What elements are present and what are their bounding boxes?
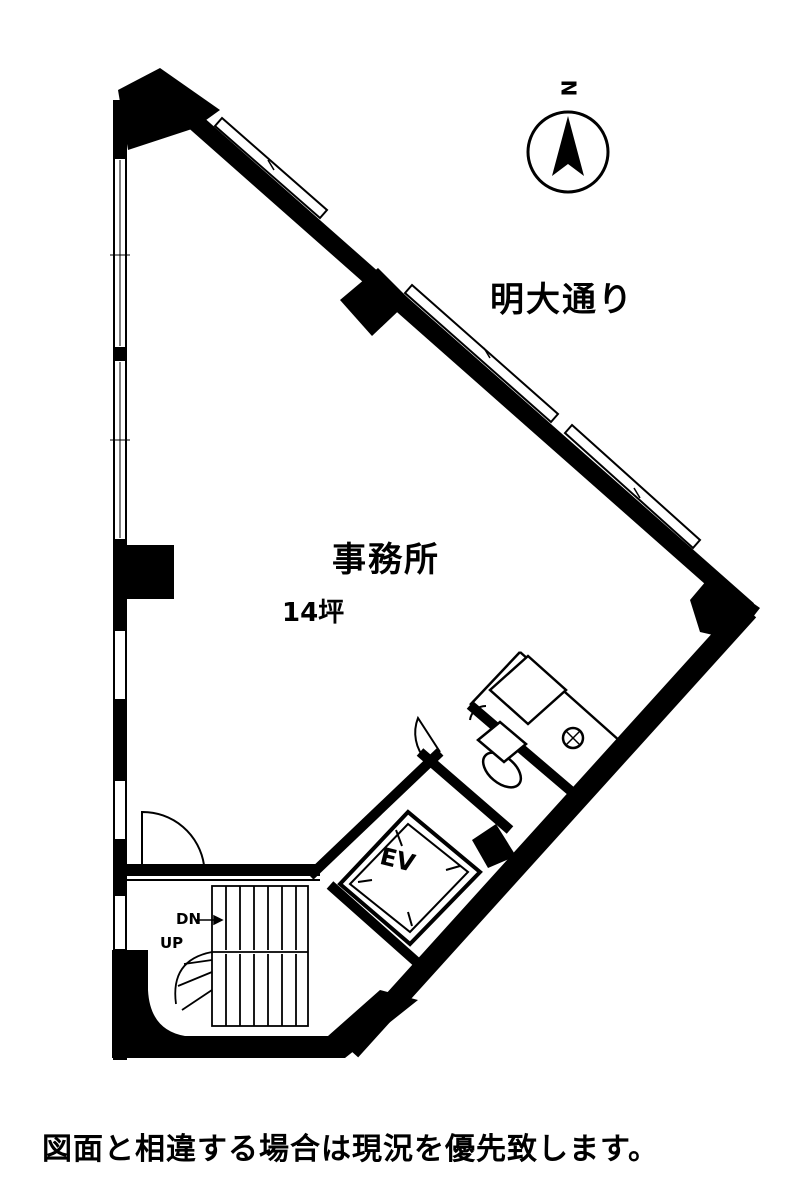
fixtures — [476, 654, 585, 789]
room-name-label: 事務所 — [332, 540, 440, 580]
corner-blocks — [112, 68, 760, 1058]
compass-icon — [526, 110, 610, 194]
elevator-car — [337, 809, 483, 947]
stair-arrow — [196, 914, 224, 926]
stair-up-label: UP — [160, 934, 184, 952]
doors — [141, 704, 487, 866]
room-area-label: 14坪 — [282, 598, 345, 628]
street-window-mullions — [267, 159, 641, 499]
compass-north-label: N — [556, 79, 581, 97]
street-windows — [213, 116, 702, 550]
stair-down-label: DN — [176, 910, 202, 928]
west-window-mullions — [110, 160, 130, 538]
columns — [118, 268, 516, 868]
disclaimer-note: 図面と相違する場合は現況を優先致します。 — [42, 1132, 659, 1167]
staircase — [174, 885, 309, 1027]
street-name-label: 明大通り — [490, 280, 634, 320]
